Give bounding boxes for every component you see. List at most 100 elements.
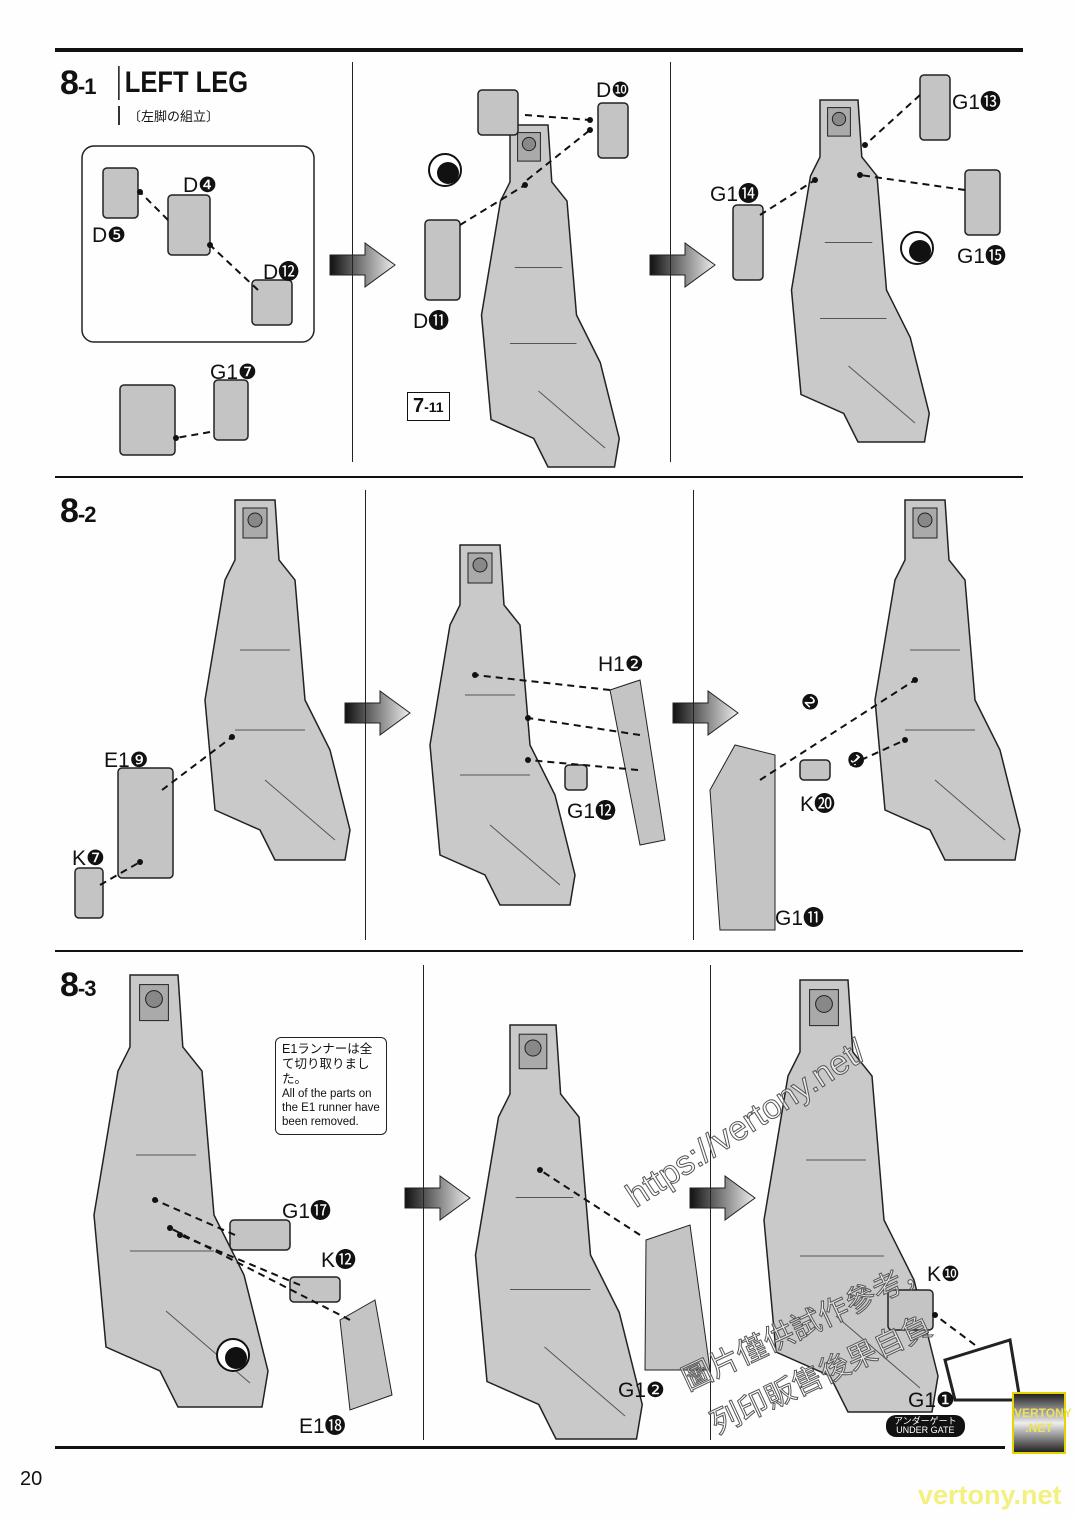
assembly-guide-line — [169, 1227, 351, 1321]
panel-lines — [800, 1159, 921, 1389]
detail-callout — [81, 145, 315, 343]
step-8-1-number: 8-1 — [60, 64, 96, 102]
step-8-2-number: 8-2 — [60, 492, 96, 530]
arrowhead — [537, 1167, 543, 1173]
divider-row1 — [55, 476, 1023, 478]
arrowhead — [857, 172, 863, 178]
panel-divider — [710, 965, 711, 1440]
vertony-logo: VERTONY.NET — [1012, 1392, 1072, 1454]
joint-socket — [917, 512, 933, 528]
reference-step-box: 7-11 — [407, 392, 450, 421]
part-label: D❹ — [183, 174, 217, 197]
arrowhead — [173, 435, 179, 441]
part-label: D❿ — [596, 79, 630, 102]
assembly-guide-line — [161, 736, 233, 791]
arrowhead — [587, 127, 593, 133]
part-label: G1❼ — [210, 361, 257, 384]
assembly-guide-line — [175, 431, 211, 439]
part-d10 — [597, 102, 629, 159]
arrowhead — [152, 1197, 158, 1203]
part-g1-14 — [732, 204, 764, 281]
joint-socket — [524, 1039, 542, 1057]
part-hip-block — [477, 89, 519, 136]
assembly-guide-line — [539, 1169, 641, 1236]
part-g1-1 — [943, 1338, 1022, 1402]
part-label: G1❷ — [618, 1379, 665, 1402]
part-d12 — [251, 279, 293, 326]
arrowhead — [177, 1232, 183, 1238]
panel-lines — [820, 242, 916, 424]
step-arrow — [649, 242, 716, 288]
part-e1-9 — [117, 767, 174, 879]
page-number: 20 — [20, 1468, 43, 1490]
arrowhead — [587, 117, 593, 123]
leg-assembly — [790, 99, 931, 443]
part-label: D⓫ — [413, 310, 450, 333]
joint-socket — [521, 136, 537, 152]
divider-top — [55, 48, 1023, 52]
sub-step-icon-dot — [909, 240, 931, 262]
leg-assembly — [874, 499, 1021, 861]
part-label: G1⓯ — [957, 245, 1007, 268]
part-h1-2 — [609, 679, 666, 846]
arrowhead — [862, 142, 868, 148]
part-label: K❿ — [927, 1263, 960, 1286]
part-label: G1⓱ — [282, 1200, 332, 1223]
divider-row2 — [55, 950, 1023, 952]
assembly-guide-line — [859, 174, 966, 191]
assembly-guide-line — [524, 114, 591, 121]
part-g1-7 — [213, 379, 249, 441]
arrowhead — [472, 672, 478, 678]
arrowhead — [522, 182, 528, 188]
arrowhead — [912, 677, 918, 683]
part-label: G1⓫ — [775, 907, 825, 930]
step-subtitle: 〔左脚の組立〕 — [118, 106, 219, 125]
step-arrow — [344, 690, 411, 736]
part-label: K⓬ — [321, 1249, 357, 1272]
arrowhead — [525, 757, 531, 763]
panel-divider — [352, 62, 353, 462]
step-title: LEFT LEG — [118, 66, 248, 100]
part-label: G1⓮ — [710, 183, 760, 206]
leg-assembly — [93, 974, 269, 1408]
assembly-guide-line — [139, 191, 169, 221]
panel-lines — [235, 649, 336, 841]
step-arrow — [329, 242, 396, 288]
runner-removed-note: E1ランナーは全て切り取りました。 All of the parts on th… — [275, 1037, 387, 1135]
leg-assembly — [480, 124, 621, 468]
assembly-guide-line — [99, 861, 141, 886]
joint-socket — [472, 557, 488, 573]
arrowhead — [137, 859, 143, 865]
arrowhead — [902, 737, 908, 743]
step-arrow — [689, 1175, 756, 1221]
part-g1-11 — [709, 744, 776, 931]
assembly-guide-line — [527, 759, 639, 771]
part-e1-18 — [339, 1299, 393, 1411]
watermark-footer: vertony.net — [918, 1480, 1062, 1510]
part-k20 — [799, 759, 831, 781]
panel-divider — [423, 965, 424, 1440]
assembly-guide-line — [209, 244, 259, 291]
arrowhead — [525, 715, 531, 721]
part-g1-13 — [919, 74, 951, 141]
sub-step-icon-dot — [225, 1347, 247, 1369]
assembly-guide-line — [849, 739, 906, 766]
arrowhead — [207, 242, 213, 248]
assembly-guide-line — [864, 94, 921, 146]
arrowhead — [167, 1225, 173, 1231]
panel-lines — [905, 649, 1006, 841]
panel-divider — [670, 62, 671, 462]
part-label: D❺ — [92, 224, 126, 247]
assembly-guide-line — [474, 674, 611, 691]
sub-step-icon-dot — [437, 162, 459, 184]
assembly-guide-line — [934, 1314, 976, 1346]
arrowhead — [137, 189, 143, 195]
panel-lines — [510, 267, 606, 449]
part-d5 — [102, 167, 139, 219]
joint-socket — [247, 512, 263, 528]
assembly-guide-line — [459, 184, 526, 226]
part-k10 — [887, 1289, 934, 1331]
part-k12 — [289, 1276, 341, 1303]
